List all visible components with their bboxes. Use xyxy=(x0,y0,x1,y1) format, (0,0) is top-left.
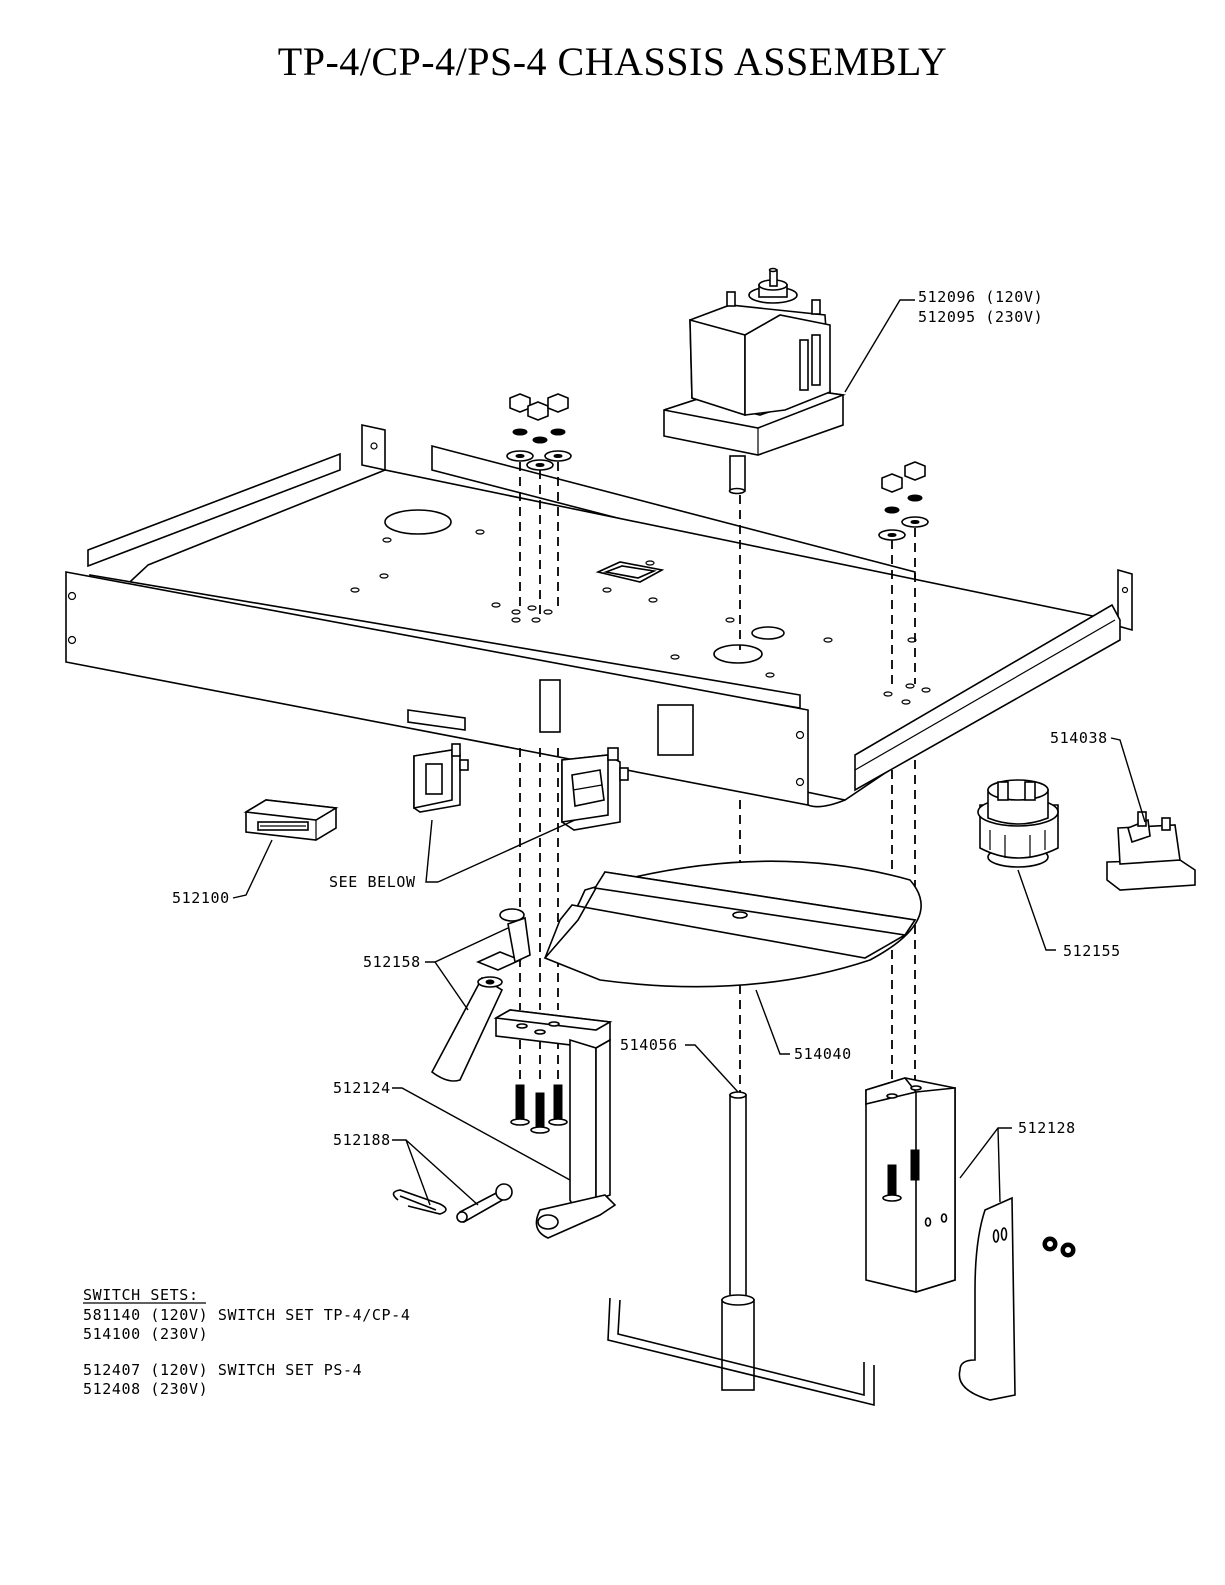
label-512158: 512158 xyxy=(363,953,421,971)
label-514038: 514038 xyxy=(1050,729,1108,747)
deflector-plate xyxy=(545,861,921,986)
label-512155: 512155 xyxy=(1063,942,1121,960)
screws-512124 xyxy=(511,1085,567,1133)
toggle-switch-514038 xyxy=(1107,812,1195,890)
side-plate-512128 xyxy=(959,1198,1015,1400)
label-514040: 514040 xyxy=(794,1045,852,1063)
label-512096: 512096 (120V) xyxy=(918,288,1043,306)
switch-set-line: 512407 (120V) SWITCH SET PS-4 xyxy=(83,1361,362,1379)
label-512188: 512188 xyxy=(333,1131,391,1149)
switch-sets-heading: SWITCH SETS: xyxy=(83,1286,199,1304)
rocker-switch-large xyxy=(562,748,628,830)
pin-and-clip-512188 xyxy=(393,1184,512,1222)
label-512100: 512100 xyxy=(172,889,230,907)
label-512095: 512095 (230V) xyxy=(918,308,1043,326)
rocker-switch-small xyxy=(414,744,468,812)
nuts-512128 xyxy=(1043,1237,1075,1257)
switch-set-line: 581140 (120V) SWITCH SET TP-4/CP-4 xyxy=(83,1306,410,1324)
agitator-shaft xyxy=(608,1092,874,1405)
hardware-stack-right xyxy=(879,462,928,540)
switch-set-line: 514100 (230V) xyxy=(83,1325,208,1343)
handle-512158 xyxy=(432,909,530,1081)
label-512128: 512128 xyxy=(1018,1119,1076,1137)
bracket-512128 xyxy=(866,1078,955,1292)
hardware-stack-left xyxy=(507,394,571,470)
label-514056: 514056 xyxy=(620,1036,678,1054)
switch-sets-note: SWITCH SETS: 581140 (120V) SWITCH SET TP… xyxy=(83,1286,410,1398)
timer-knob xyxy=(978,780,1058,867)
switch-set-line: 512408 (230V) xyxy=(83,1380,208,1398)
gear-motor xyxy=(664,269,843,494)
label-512124: 512124 xyxy=(333,1079,391,1097)
label-see-below: SEE BELOW xyxy=(329,873,416,891)
chassis-tray xyxy=(66,425,1132,807)
switch-cover xyxy=(246,800,336,840)
